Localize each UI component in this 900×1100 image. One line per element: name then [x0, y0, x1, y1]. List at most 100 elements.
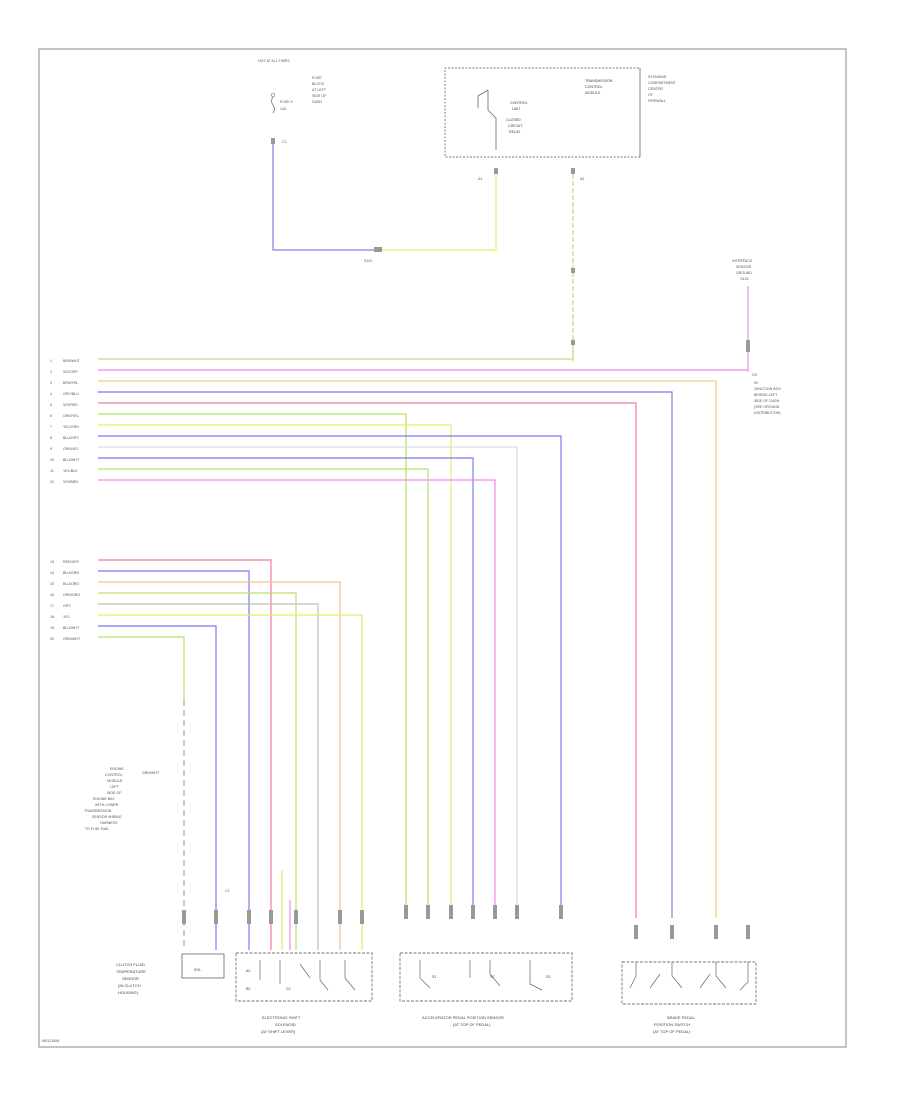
relay-switch-icon: [477, 89, 489, 108]
h1-num-6: 6: [50, 414, 52, 418]
ground-note-2: SIDE OF: [107, 791, 122, 795]
conn-b4-icon: [294, 910, 298, 924]
h1-num-12: 12: [50, 480, 54, 484]
top-module-inner-2: UNIT: [512, 107, 521, 111]
h1-wire-11: [98, 468, 429, 910]
ground-note-line-3: MODULE: [107, 779, 123, 783]
component-c-inner-2: S2: [490, 975, 494, 979]
harness-2: 13 RED/GRY 14 BLU/GRN 15 BLU/ORG 16 GRN/…: [50, 559, 363, 950]
h1-wire-4: [98, 391, 673, 918]
top-module-pin-b: A2: [580, 177, 584, 181]
sensor-ground-connector-icon: [746, 340, 750, 352]
sensor-ground-note-1: IN: [754, 381, 758, 385]
component-b-box: [235, 952, 373, 1002]
component-d-caption-3: (AT TOP OF PEDAL): [653, 1029, 691, 1034]
conn-d3-icon: [714, 925, 718, 939]
conn-c4-icon: [471, 905, 475, 919]
top-module-side-2: CONTROL: [585, 85, 603, 89]
conn-b2-icon: [247, 910, 251, 924]
splice-block-icon: [374, 247, 382, 252]
h1-label-5: VIO/RED: [63, 403, 78, 407]
top-module-inner-1: CONTROL: [510, 101, 528, 105]
ground-note-5: TRANSMISSION: [84, 809, 112, 813]
conn-c1-icon: [404, 905, 408, 919]
component-c-inner-3: S3: [546, 975, 550, 979]
h1-label-3: BRN/YEL: [63, 381, 78, 385]
fuse-line-3: AT LEFT: [312, 88, 327, 92]
power-wire-blue: [272, 144, 378, 251]
h2-num-2: 14: [50, 571, 54, 575]
h2-label-3: BLU/ORG: [63, 582, 79, 586]
h1-num-10: 10: [50, 458, 54, 462]
harness-1: 1 BRN/WHT 2 VIO/GRY 3 BRN/YEL 4 GRY/BLU …: [50, 345, 748, 918]
h2-num-7: 19: [50, 626, 54, 630]
conn-d2-icon: [670, 925, 674, 939]
top-module-outline: [444, 67, 640, 158]
h2-wire-6: [98, 614, 363, 950]
h1-wire-5: [98, 402, 637, 918]
fuse-rating: 10A: [280, 107, 287, 111]
fuse-connector-icon: [271, 138, 275, 144]
sensor-ground-note-3: BEHIND LEFT: [754, 393, 778, 397]
component-d-box: [621, 961, 757, 1005]
component-b-caption-2: SOLENOID: [275, 1022, 296, 1027]
conn-c3-icon: [449, 905, 453, 919]
component-b-switch-icon: [259, 960, 356, 991]
diagram-frame: [38, 48, 847, 1048]
h1-num-2: 2: [50, 370, 52, 374]
fuse-line-4: SIDE OF: [312, 94, 327, 98]
component-d-switch-icon: [629, 962, 749, 991]
h1-wire-8: [98, 435, 562, 910]
top-module-right-4: OF: [648, 93, 654, 97]
h2-label-1: RED/GRY: [63, 560, 80, 564]
h2-label-6: YEL: [63, 615, 70, 619]
conn-c7-icon: [559, 905, 563, 919]
conn-b3-icon: [269, 910, 273, 924]
h1-num-9: 9: [50, 447, 52, 451]
h1-num-5: 5: [50, 403, 52, 407]
footer-code: W0123456: [42, 1039, 59, 1043]
top-module-inner-5: RELAY: [509, 130, 521, 134]
sensor-ground-note-5: (SEE GROUND: [754, 405, 780, 409]
component-c-inner-1: S1: [432, 975, 436, 979]
ground-note-6: SENSOR WIRING: [92, 815, 122, 819]
h1-num-11: 11: [50, 469, 54, 473]
top-module-side-1: TRANSMISSION: [585, 79, 613, 83]
conn-c6-icon: [515, 905, 519, 919]
h1-wire-6: [98, 413, 407, 910]
h1-num-1: 1: [50, 359, 52, 363]
component-connectors: [182, 905, 750, 939]
h1-label-9: GRN/VIO: [63, 447, 78, 451]
h1-num-8: 8: [50, 436, 52, 440]
fuse-line-5: DASH: [312, 100, 322, 104]
h2-num-6: 18: [50, 615, 54, 619]
conn-c5-icon: [493, 905, 497, 919]
sensor-ground-line-3: GROUND: [736, 271, 752, 275]
h1-wire-12: [98, 479, 496, 910]
h2-num-4: 16: [50, 593, 54, 597]
fuse-title: HOT AT ALL TIMES: [258, 59, 290, 63]
conn-b1-icon: [214, 910, 218, 924]
power-wire-yellow: [378, 174, 497, 251]
h2-wire-5: [98, 603, 319, 950]
h2-label-7: BLU/WHT: [63, 626, 80, 630]
conn-b6-icon: [360, 910, 364, 924]
h2-num-5: 17: [50, 604, 54, 608]
sensor-ground-note-2: JUNCTION BOX: [754, 387, 781, 391]
fuse-block: HOT AT ALL TIMES FUSE BLOCK AT LEFT SIDE…: [258, 59, 327, 144]
sensor-ground-pin: G3: [752, 373, 757, 377]
component-a-inner: SOL: [194, 968, 201, 972]
h1-label-1: BRN/WHT: [63, 359, 81, 363]
component-d-caption-2: POSITION SWITCH: [654, 1022, 690, 1027]
fuse-element-icon: [271, 96, 275, 114]
fuse-label: FUSE 4: [280, 100, 293, 104]
component-a-caption-2: TEMPERATURE: [116, 969, 146, 974]
top-module-pin-b-icon: [571, 168, 575, 174]
fuse-line-2: BLOCK: [312, 82, 325, 86]
top-module-right-1: IN ENGINE: [648, 75, 667, 79]
top-module-side-3: MODULE: [585, 91, 601, 95]
conn-b5-icon: [338, 910, 342, 924]
ground-note-4: WITH LOWER: [95, 803, 119, 807]
h1-wire-3: [98, 380, 717, 918]
